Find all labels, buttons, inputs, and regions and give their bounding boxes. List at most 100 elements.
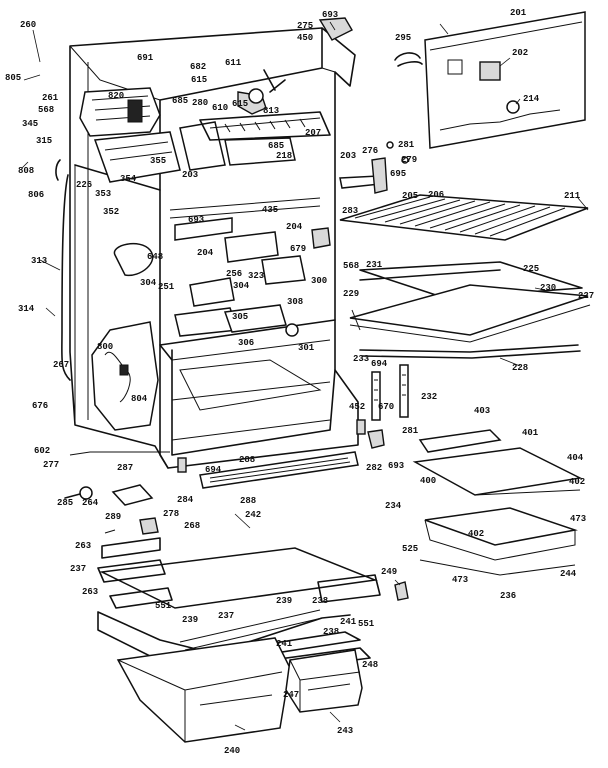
callout-820: 820 (108, 91, 124, 101)
callout-308: 308 (287, 297, 303, 307)
back-panel (424, 11, 586, 149)
callout-676: 676 (32, 401, 48, 411)
callout-611: 611 (225, 58, 242, 68)
callout-204b: 204 (197, 248, 214, 258)
callout-610: 610 (212, 103, 228, 113)
wire-shelf (339, 194, 589, 241)
callout-804: 804 (131, 394, 148, 404)
toe-grille (199, 451, 359, 489)
callout-237: 237 (70, 564, 86, 574)
callout-278: 278 (163, 509, 179, 519)
callout-264: 264 (82, 498, 99, 508)
callout-615b: 615 (232, 99, 248, 109)
callout-435: 435 (262, 205, 278, 215)
callout-306: 306 (238, 338, 254, 348)
callout-240: 240 (224, 746, 240, 756)
callout-295: 295 (395, 33, 411, 43)
callout-602: 602 (34, 446, 50, 456)
callout-473b: 473 (452, 575, 468, 585)
light-assembly-inset (91, 321, 159, 431)
callout-214: 214 (523, 94, 540, 104)
callout-551b: 551 (358, 619, 375, 629)
callout-450: 450 (297, 33, 313, 43)
callout-568: 568 (38, 105, 54, 115)
callout-693b: 693 (188, 215, 204, 225)
callout-288: 288 (239, 455, 255, 465)
upper-hinge-parts (339, 141, 409, 194)
callout-648: 648 (147, 252, 163, 262)
callout-315: 315 (36, 136, 52, 146)
callout-205: 205 (402, 191, 418, 201)
callout-234: 234 (385, 501, 402, 511)
callout-551: 551 (155, 601, 172, 611)
callout-218: 218 (276, 151, 292, 161)
callout-695: 695 (390, 169, 406, 179)
callout-267: 267 (53, 360, 69, 370)
callout-239: 239 (276, 596, 292, 606)
crisper-drawer-right (285, 649, 363, 713)
callout-313: 313 (31, 256, 47, 266)
callout-670: 670 (378, 402, 394, 412)
pan-shelf (412, 429, 583, 576)
callout-452: 452 (349, 402, 365, 412)
callout-207: 207 (305, 128, 321, 138)
callout-225: 225 (523, 264, 539, 274)
callout-202: 202 (512, 48, 528, 58)
ice-maker-assembly (79, 69, 331, 183)
callout-233: 233 (353, 354, 369, 364)
door-stop (356, 419, 366, 435)
callout-400: 400 (420, 476, 436, 486)
callout-693c: 693 (388, 461, 404, 471)
callout-203b: 203 (182, 170, 198, 180)
callout-275: 275 (297, 21, 313, 31)
callout-227: 227 (578, 291, 594, 301)
callout-236: 236 (500, 591, 516, 601)
callout-277: 277 (43, 460, 59, 470)
cabinet-liner (69, 27, 359, 469)
callout-226: 226 (76, 180, 92, 190)
hinge-cover (318, 17, 353, 41)
callout-345: 345 (22, 119, 38, 129)
callout-244: 244 (560, 569, 577, 579)
callout-241: 241 (340, 617, 357, 627)
callout-615: 615 (191, 75, 207, 85)
callout-300: 300 (311, 276, 327, 286)
glass-shelf (349, 261, 591, 343)
callout-242: 242 (245, 510, 261, 520)
callout-694: 694 (371, 359, 388, 369)
callout-283: 283 (342, 206, 358, 216)
callout-352: 352 (103, 207, 119, 217)
callout-813: 813 (263, 106, 279, 116)
callout-230: 230 (540, 283, 556, 293)
callout-263: 263 (75, 541, 91, 551)
callout-243: 243 (337, 726, 353, 736)
callout-304: 304 (140, 278, 157, 288)
callout-241b: 241 (276, 639, 293, 649)
callout-281: 281 (398, 140, 415, 150)
small-parts-left (64, 484, 159, 535)
callout-402b: 402 (468, 529, 484, 539)
callout-238: 238 (312, 596, 328, 606)
callout-806: 806 (28, 190, 44, 200)
callout-323: 323 (248, 271, 264, 281)
callout-249: 249 (381, 567, 397, 577)
shelf-supports (371, 364, 409, 421)
callout-353: 353 (95, 189, 111, 199)
callout-203: 203 (340, 151, 356, 161)
callout-263b: 263 (82, 587, 98, 597)
callout-525: 525 (402, 544, 418, 554)
callout-247: 247 (283, 690, 299, 700)
callout-473: 473 (570, 514, 586, 524)
callout-401: 401 (522, 428, 539, 438)
callout-282: 282 (366, 463, 382, 473)
crisper-drawer-left (116, 637, 291, 743)
callout-239b: 239 (182, 615, 198, 625)
callout-237b: 237 (218, 611, 234, 621)
callout-314: 314 (18, 304, 35, 314)
callout-693: 693 (322, 10, 338, 20)
crisper-cover (97, 537, 381, 609)
callout-201: 201 (510, 8, 527, 18)
callout-231: 231 (366, 260, 383, 270)
wire-harness (394, 52, 423, 67)
callout-805: 805 (5, 73, 21, 83)
